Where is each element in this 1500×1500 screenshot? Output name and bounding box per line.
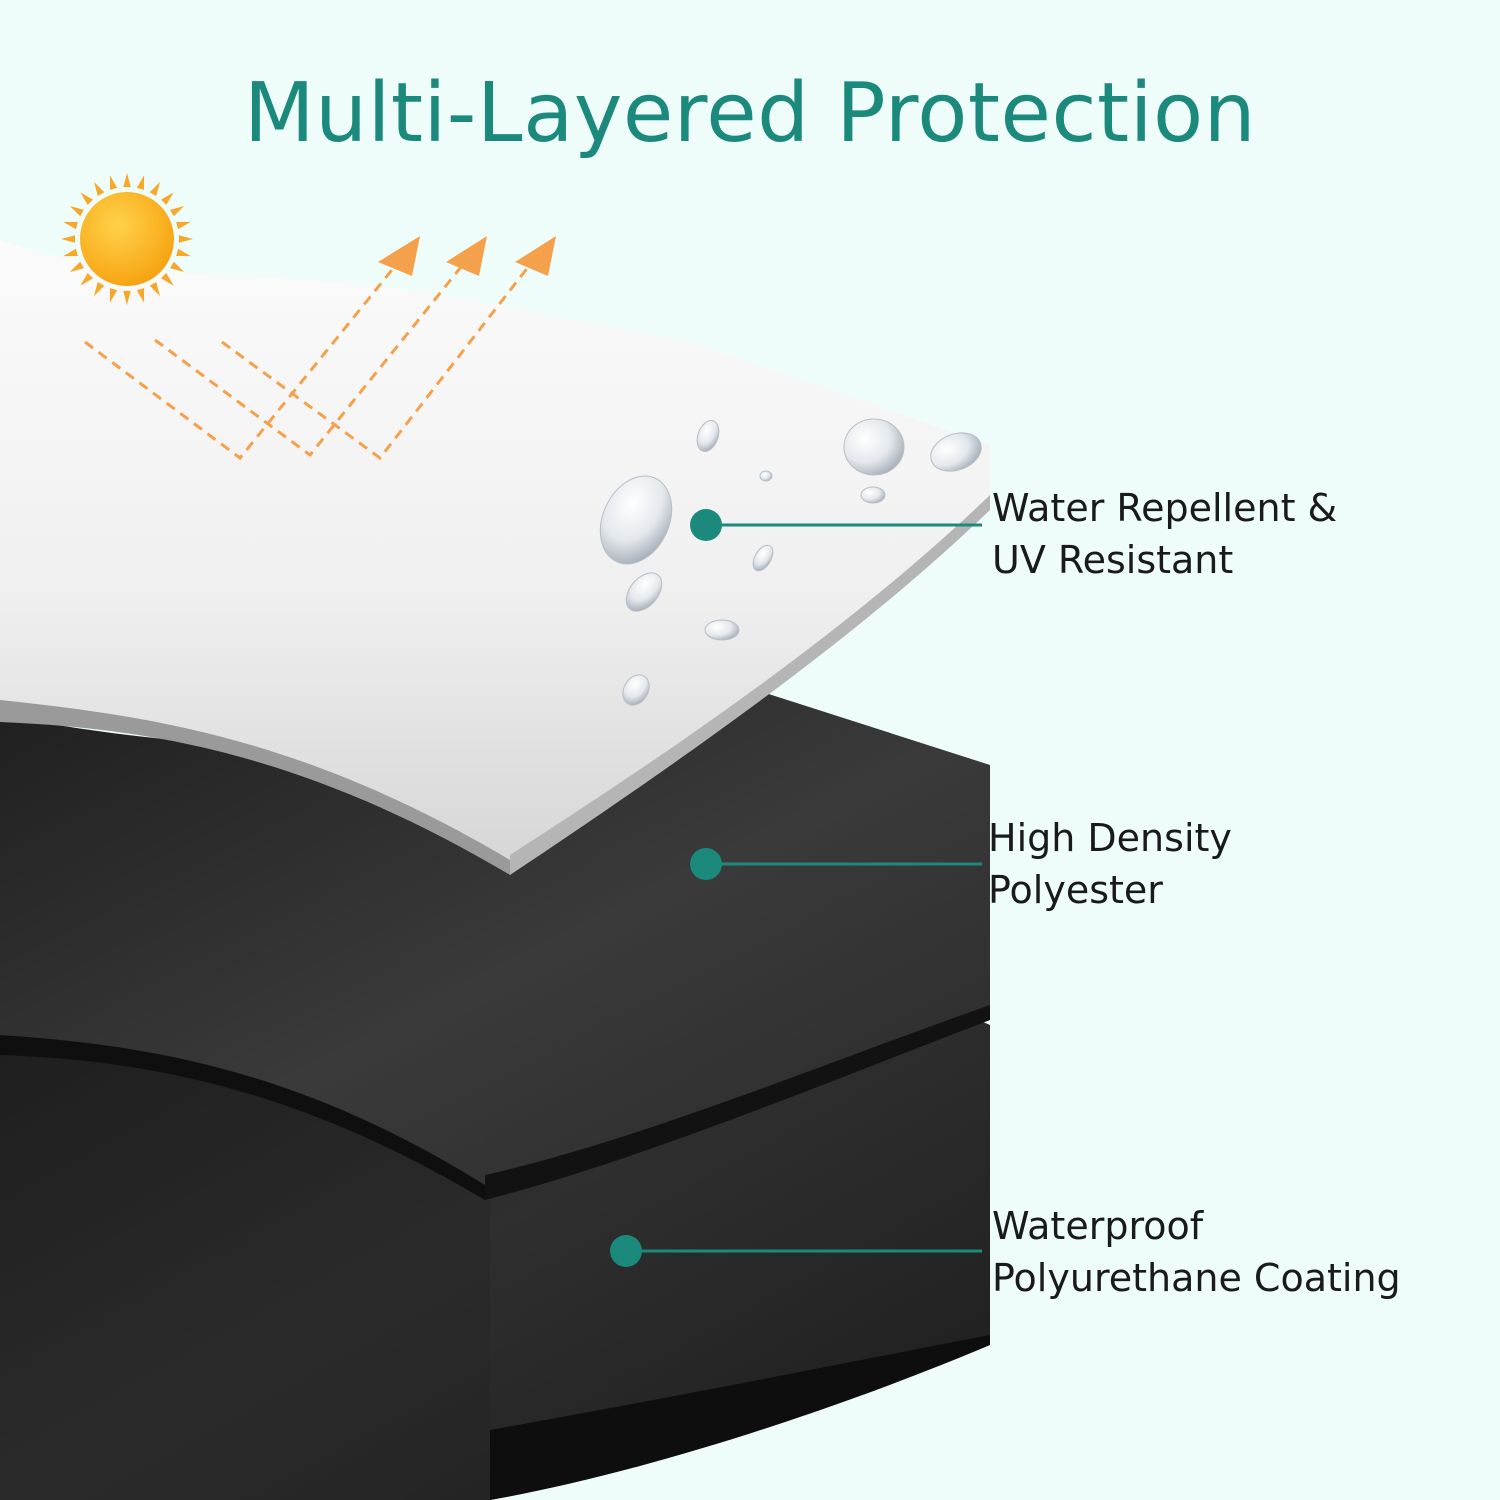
sun-ray [149, 282, 160, 297]
callout-1 [690, 509, 982, 541]
sun-ray [109, 175, 118, 190]
sun-ray [109, 288, 118, 303]
sun-ray [80, 273, 93, 286]
sun-ray [178, 235, 193, 243]
sun-ray [149, 181, 160, 196]
callout-3 [610, 1235, 982, 1267]
sun-ray [94, 181, 105, 196]
sun-ray [123, 290, 131, 305]
polyester-layer [0, 672, 990, 1200]
water-droplet-icon [599, 418, 982, 706]
sun-ray [136, 288, 145, 303]
sun-ray [123, 173, 131, 188]
layer-label-coating: Waterproof Polyurethane Coating [992, 1200, 1401, 1304]
layer-label-line: Polyester [988, 868, 1163, 912]
sun-ray [176, 248, 191, 257]
layer-label-polyester: High Density Polyester [988, 812, 1232, 916]
callout-2 [690, 848, 982, 880]
layer-label-line: Polyurethane Coating [992, 1256, 1401, 1300]
sun-ray [63, 221, 78, 230]
layer-label-line: High Density [988, 816, 1232, 860]
sun-ray [61, 235, 76, 243]
sun-ray [170, 261, 185, 272]
uv-rays [84, 259, 534, 461]
page-title: Multi-Layered Protection [243, 66, 1257, 161]
layer-label-line: Waterproof [992, 1204, 1204, 1248]
uv-layer [0, 240, 990, 875]
layer-label-line: Water Repellent & [992, 486, 1338, 530]
sun-ray [170, 206, 185, 217]
sun-icon [61, 173, 193, 305]
sun-ray [80, 192, 93, 205]
sun-ray [94, 282, 105, 297]
sun-ray [176, 221, 191, 230]
layer-label-line: UV Resistant [992, 538, 1234, 582]
sun-ray [161, 192, 174, 205]
sun-ray [63, 248, 78, 257]
arrow-icon [378, 236, 556, 276]
sun-ray [69, 261, 84, 272]
sun-ray [136, 175, 145, 190]
sun-ray [69, 206, 84, 217]
layer-label-uv: Water Repellent & UV Resistant [992, 482, 1337, 586]
sun-ray [161, 273, 174, 286]
